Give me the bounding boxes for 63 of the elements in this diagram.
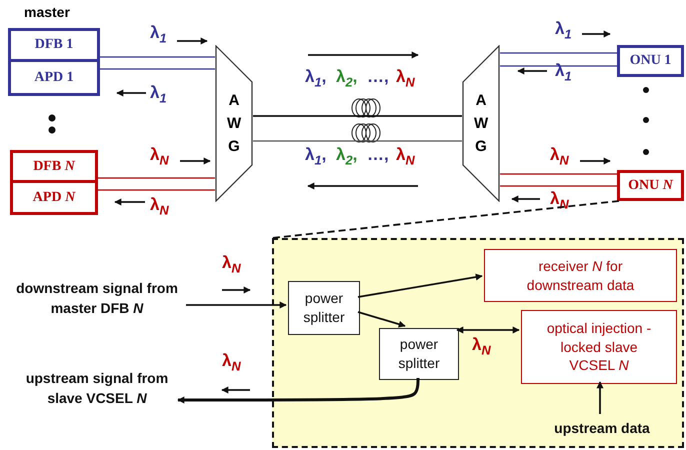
wavelength-label: λ$_{N}$: [222, 352, 241, 374]
wavelength-label: λ$_{N}$: [222, 254, 241, 276]
receiver-box: [484, 249, 677, 302]
photodiode-box: [10, 180, 98, 215]
wavelength-label: λ$_{1}$,: [305, 146, 326, 168]
arrow: [358, 274, 483, 298]
onu-box: [617, 170, 684, 201]
wavelength-label: λ$_{2}$,: [336, 146, 358, 168]
wavelength-label: λ$_{N}$: [150, 146, 169, 168]
fiber-line: [500, 65, 617, 67]
fiber-line: [500, 173, 617, 175]
fiber-line: [500, 52, 617, 54]
box-label: DFB 1: [34, 37, 74, 53]
heading-label: master: [24, 4, 70, 20]
vcsel-box: [521, 310, 677, 384]
box-label: ONU N: [628, 178, 673, 194]
box-label: power splitter: [302, 289, 346, 327]
arrow: [358, 311, 406, 328]
wavelength-label: λ$_{1}$: [150, 24, 167, 46]
data-label: upstream data: [522, 416, 682, 440]
wavelength-label: …,: [367, 146, 389, 163]
zoom-line: [272, 200, 620, 239]
arrow: [186, 302, 287, 308]
fiber-line: [253, 115, 462, 117]
wavelength-label: λ$_{1}$: [555, 20, 572, 42]
fiber-line: [500, 185, 617, 187]
awg-block: [215, 45, 253, 202]
splitter-box: [288, 281, 360, 335]
wavelength-label: λ$_{1}$,: [305, 68, 326, 90]
splitter-box: [379, 328, 459, 380]
box-label: receiver N for downstream data: [526, 256, 636, 294]
wavelength-label: …,: [367, 68, 389, 85]
onu-box: [617, 45, 684, 77]
box-label: optical injection -locked slave VCSEL N: [546, 318, 652, 376]
edge-label: λ$_{N}$: [472, 336, 491, 358]
signal-label: upstream signal from slave VCSEL N: [16, 366, 178, 430]
signal-label: downstream signal from master DFB N: [8, 276, 186, 340]
laser-box: [10, 150, 98, 183]
box-label: ONU 1: [630, 53, 672, 69]
wavelength-label: λ$_{N}$: [150, 196, 169, 218]
awg-label: A W G: [227, 90, 241, 158]
zoom-panel: [272, 238, 684, 448]
fiber-line: [98, 177, 215, 179]
wavelength-label: λ$_{2}$,: [336, 68, 358, 90]
box-label: power splitter: [397, 335, 441, 373]
fiber-line: [100, 56, 215, 58]
arrow: [456, 326, 520, 334]
box-label: APD N: [32, 190, 76, 206]
awg-block: [462, 45, 500, 202]
fiber-line: [100, 68, 215, 70]
box-label: DFB N: [33, 158, 75, 174]
wavelength-label: λ$_{N}$: [396, 146, 415, 168]
fiber-line: [253, 140, 462, 142]
wavelength-label: λ$_{N}$: [396, 68, 415, 90]
wavelength-label: λ$_{1}$: [150, 84, 167, 106]
fiber-line: [98, 189, 215, 191]
awg-label: A W G: [474, 90, 488, 158]
wavelength-label: λ$_{1}$: [555, 62, 572, 84]
photodiode-box: [8, 59, 100, 96]
box-label: APD 1: [34, 70, 74, 86]
wavelength-label: λ$_{N}$: [550, 146, 569, 168]
arrow: [596, 381, 604, 414]
laser-box: [8, 28, 100, 62]
